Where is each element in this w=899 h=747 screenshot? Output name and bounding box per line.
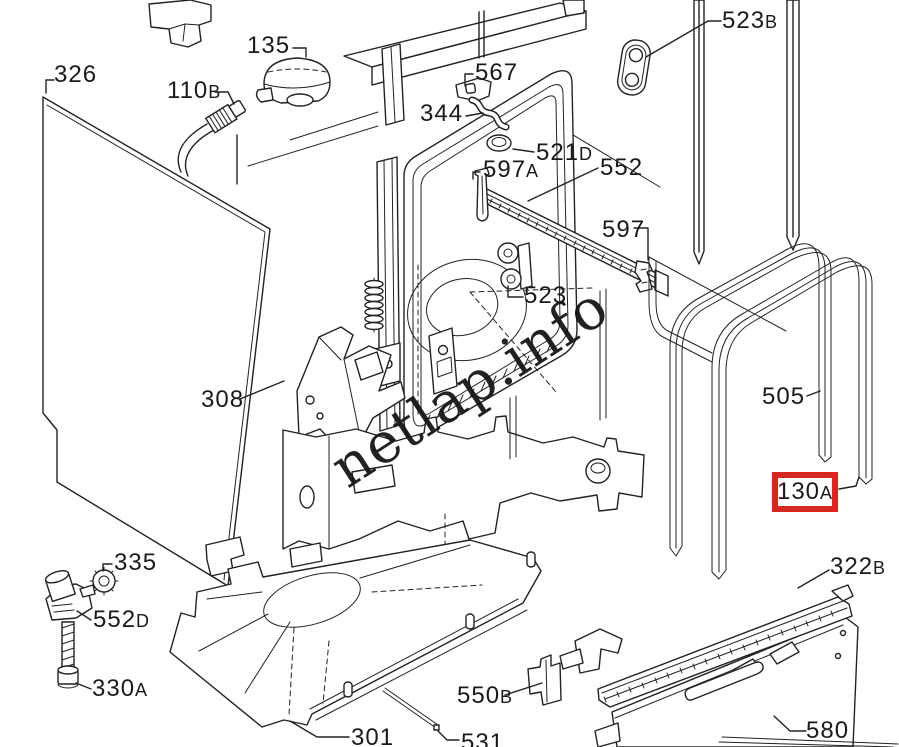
frame-foot xyxy=(205,536,245,577)
screw-330a xyxy=(57,621,79,689)
bracket-part-top-left xyxy=(148,0,212,48)
part-label-322b[interactable]: 322B xyxy=(830,553,887,580)
nut-335 xyxy=(89,566,119,596)
part-label-523b[interactable]: 523B xyxy=(722,7,779,34)
part-label-326[interactable]: 326 xyxy=(54,61,98,88)
strap-344 xyxy=(468,96,510,131)
part-label-597[interactable]: 597 xyxy=(602,216,646,243)
part-label-335[interactable]: 335 xyxy=(114,549,158,576)
hinge-plate-523b xyxy=(616,39,651,96)
valve-552d xyxy=(44,570,96,621)
door-seal-505 xyxy=(669,243,832,557)
outer-door-panel xyxy=(599,256,787,421)
part-label-505[interactable]: 505 xyxy=(762,383,806,410)
part-label-550b[interactable]: 550B xyxy=(457,682,514,709)
pin-597a xyxy=(474,167,490,222)
side-panel-326 xyxy=(42,96,271,587)
part-label-567[interactable]: 567 xyxy=(475,59,519,86)
part-label-308[interactable]: 308 xyxy=(201,386,245,413)
door-hinge-bracket xyxy=(428,327,458,395)
bracket-550b xyxy=(527,654,562,706)
leader-lines xyxy=(45,20,860,741)
part-label-330a[interactable]: 330A xyxy=(92,675,149,702)
base-frame-assembly xyxy=(282,395,645,579)
part-label-597a[interactable]: 597A xyxy=(483,156,540,183)
part-label-580[interactable]: 580 xyxy=(806,717,850,744)
spring-latch-308 xyxy=(296,277,406,448)
dome-cover-135 xyxy=(255,57,331,107)
clip-597 xyxy=(634,260,653,293)
rail-322b xyxy=(597,584,854,708)
bracket-on-580 xyxy=(559,628,623,674)
part-label-552[interactable]: 552 xyxy=(600,154,644,181)
part-label-523[interactable]: 523 xyxy=(524,282,568,309)
part-label-521d[interactable]: 521D xyxy=(536,139,594,166)
tub-interior xyxy=(407,258,593,419)
highlight-box[interactable]: 130A xyxy=(772,472,838,512)
part-label-531[interactable]: 531 xyxy=(461,729,505,747)
part-label-110b[interactable]: 110B xyxy=(167,77,222,104)
part-label-301[interactable]: 301 xyxy=(351,724,395,747)
part-label-552d[interactable]: 552D xyxy=(93,606,151,633)
rod-531 xyxy=(382,687,440,731)
base-plate-301 xyxy=(169,539,542,728)
trim-strip-right xyxy=(786,0,800,251)
trim-strip-left xyxy=(693,0,705,265)
door-seal-130a xyxy=(711,257,873,580)
grommet-521d xyxy=(486,134,512,152)
dampers-523 xyxy=(497,242,533,290)
part-label-130a[interactable]: 130A xyxy=(776,478,834,505)
tub-left-edge xyxy=(247,111,379,167)
part-label-135[interactable]: 135 xyxy=(247,32,291,59)
inlet-hose-110b xyxy=(177,99,246,185)
tub-top-rail xyxy=(343,0,661,188)
part-label-344[interactable]: 344 xyxy=(420,100,464,127)
